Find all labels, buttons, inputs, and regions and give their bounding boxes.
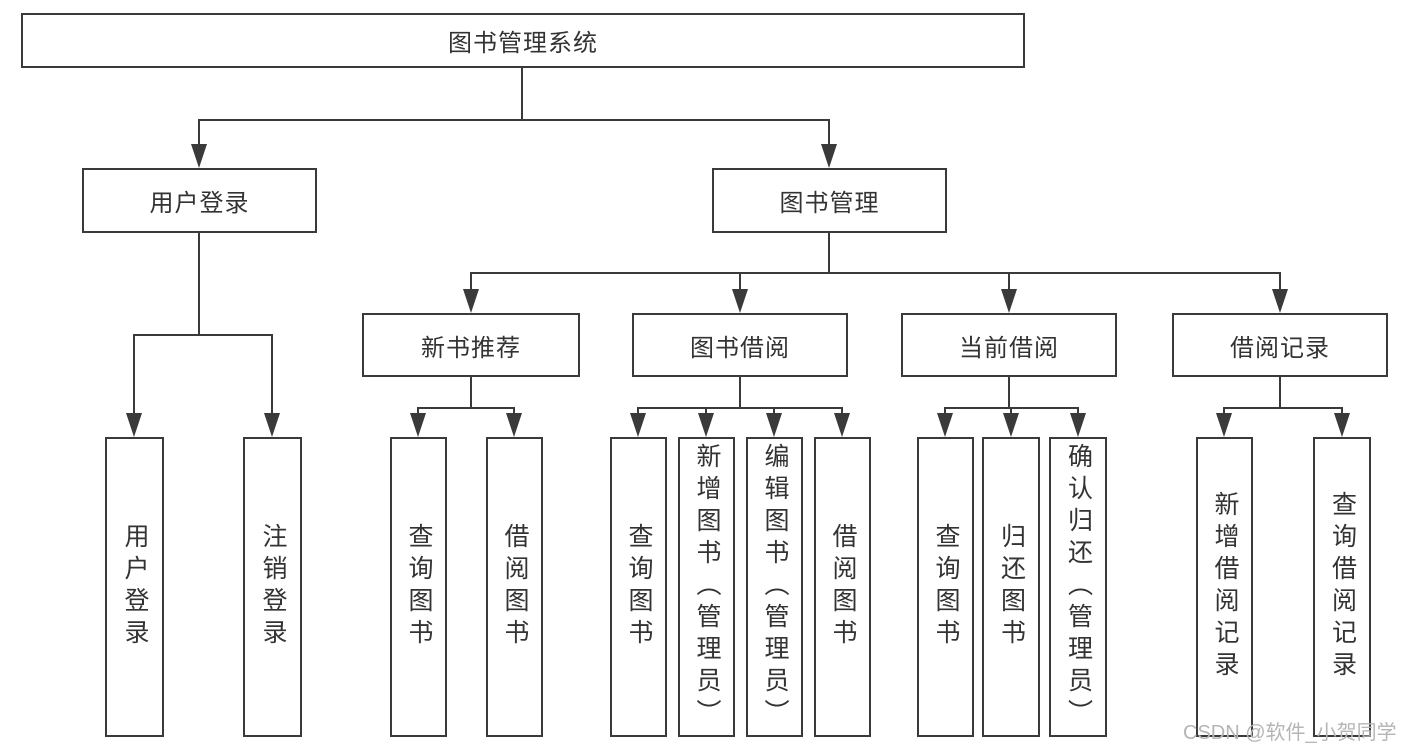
- arrowhead-user-login: [191, 144, 207, 168]
- leaf-query-borrow-record-label: 查询借阅记录: [1328, 491, 1357, 683]
- connector-drop-query-books-current: [944, 408, 946, 413]
- leaf-borrow-books-recommend: 借阅图书: [486, 437, 543, 737]
- node-book-management-label: 图书管理: [779, 190, 880, 217]
- connector-book-borrowing-branch: [637, 407, 843, 409]
- connector-drop-borrow-books: [841, 408, 843, 413]
- connector-new-book-recommend-branch: [417, 407, 515, 409]
- connector-book-management-branch: [470, 272, 1281, 274]
- arrowhead-query-books-current: [937, 413, 953, 437]
- leaf-logout: 注销登录: [243, 437, 302, 737]
- arrowhead-add-borrow-record: [1216, 413, 1232, 437]
- connector-root-stem: [521, 68, 523, 120]
- connector-drop-user-login: [198, 120, 200, 144]
- connector-borrowing-records-stem: [1279, 377, 1281, 408]
- connector-drop-query-books-recommend: [417, 408, 419, 413]
- node-root-label: 图书管理系统: [448, 30, 598, 57]
- connector-user-login-branch: [133, 334, 273, 336]
- arrowhead-edit-books-admin: [766, 413, 782, 437]
- arrowhead-leaf-user-login: [126, 413, 142, 437]
- leaf-return-books-label: 归还图书: [997, 523, 1026, 651]
- node-borrowing-records-label: 借阅记录: [1230, 334, 1330, 362]
- leaf-logout-label: 注销登录: [259, 523, 287, 651]
- connector-drop-book-borrowing: [739, 273, 741, 289]
- leaf-query-books-current: 查询图书: [917, 437, 974, 737]
- connector-drop-query-borrow-record: [1341, 408, 1343, 413]
- node-current-borrowing-label: 当前借阅: [959, 334, 1059, 362]
- connector-book-borrowing-stem: [739, 377, 741, 408]
- connector-drop-return-books: [1010, 408, 1012, 413]
- leaf-user-login: 用户登录: [105, 437, 164, 737]
- connector-drop-add-books-admin: [705, 408, 707, 413]
- arrowhead-return-books: [1003, 413, 1019, 437]
- connector-drop-borrow-books-recommend: [513, 408, 515, 413]
- leaf-add-books-admin-label: 新增图书（管理员）: [693, 443, 721, 731]
- leaf-return-books: 归还图书: [982, 437, 1040, 737]
- connector-current-borrowing-stem: [1008, 377, 1010, 408]
- connector-drop-confirm-return-admin: [1077, 408, 1079, 413]
- connector-drop-book-management: [828, 120, 830, 144]
- leaf-borrow-books: 借阅图书: [814, 437, 871, 737]
- connector-drop-new-book-recommend: [470, 273, 472, 289]
- connector-drop-borrowing-records: [1279, 273, 1281, 289]
- node-book-borrowing-label: 图书借阅: [690, 334, 790, 362]
- connector-book-management-stem: [828, 233, 830, 273]
- arrowhead-current-borrowing: [1001, 289, 1017, 313]
- leaf-query-borrow-record: 查询借阅记录: [1313, 437, 1371, 737]
- arrowhead-new-book-recommend: [463, 289, 479, 313]
- leaf-borrow-books-label: 借阅图书: [829, 523, 857, 651]
- connector-drop-leaf-logout: [271, 335, 273, 413]
- connector-borrowing-records-branch: [1223, 407, 1343, 409]
- leaf-query-books-current-label: 查询图书: [932, 523, 960, 651]
- node-new-book-recommend-label: 新书推荐: [421, 334, 521, 362]
- node-book-management: 图书管理: [712, 168, 947, 233]
- node-root: 图书管理系统: [21, 13, 1025, 68]
- node-user-login-label: 用户登录: [149, 190, 250, 217]
- connector-drop-leaf-user-login: [133, 335, 135, 413]
- arrowhead-query-books-borrowing: [630, 413, 646, 437]
- connector-new-book-recommend-stem: [470, 377, 472, 408]
- csdn-watermark: CSDN @软件_小贺同学: [1183, 722, 1397, 744]
- connector-drop-current-borrowing: [1008, 273, 1010, 289]
- connector-root-branch: [198, 119, 830, 121]
- node-user-login: 用户登录: [82, 168, 317, 233]
- arrowhead-query-borrow-record: [1334, 413, 1350, 437]
- arrowhead-query-books-recommend: [410, 413, 426, 437]
- leaf-confirm-return-admin: 确认归还（管理员）: [1049, 437, 1107, 737]
- node-current-borrowing: 当前借阅: [901, 313, 1117, 377]
- arrowhead-book-management: [821, 144, 837, 168]
- leaf-add-books-admin: 新增图书（管理员）: [678, 437, 735, 737]
- leaf-borrow-books-recommend-label: 借阅图书: [501, 523, 529, 651]
- leaf-query-books-recommend-label: 查询图书: [405, 523, 433, 651]
- leaf-edit-books-admin: 编辑图书（管理员）: [746, 437, 803, 737]
- node-new-book-recommend: 新书推荐: [362, 313, 580, 377]
- leaf-confirm-return-admin-label: 确认归还（管理员）: [1064, 443, 1093, 731]
- arrowhead-book-borrowing: [732, 289, 748, 313]
- arrowhead-leaf-logout: [264, 413, 280, 437]
- leaf-add-borrow-record-label: 新增借阅记录: [1211, 491, 1239, 683]
- arrowhead-confirm-return-admin: [1070, 413, 1086, 437]
- leaf-edit-books-admin-label: 编辑图书（管理员）: [761, 443, 789, 731]
- leaf-add-borrow-record: 新增借阅记录: [1196, 437, 1253, 737]
- connector-drop-add-borrow-record: [1223, 408, 1225, 413]
- connector-drop-query-books-borrowing: [637, 408, 639, 413]
- node-borrowing-records: 借阅记录: [1172, 313, 1388, 377]
- leaf-user-login-label: 用户登录: [121, 523, 149, 651]
- node-book-borrowing: 图书借阅: [632, 313, 848, 377]
- leaf-query-books-borrowing: 查询图书: [610, 437, 667, 737]
- arrowhead-borrow-books-recommend: [506, 413, 522, 437]
- leaf-query-books-borrowing-label: 查询图书: [625, 523, 653, 651]
- leaf-query-books-recommend: 查询图书: [390, 437, 447, 737]
- connector-drop-edit-books-admin: [773, 408, 775, 413]
- arrowhead-borrowing-records: [1272, 289, 1288, 313]
- arrowhead-add-books-admin: [698, 413, 714, 437]
- arrowhead-borrow-books: [834, 413, 850, 437]
- connector-user-login-stem: [198, 233, 200, 335]
